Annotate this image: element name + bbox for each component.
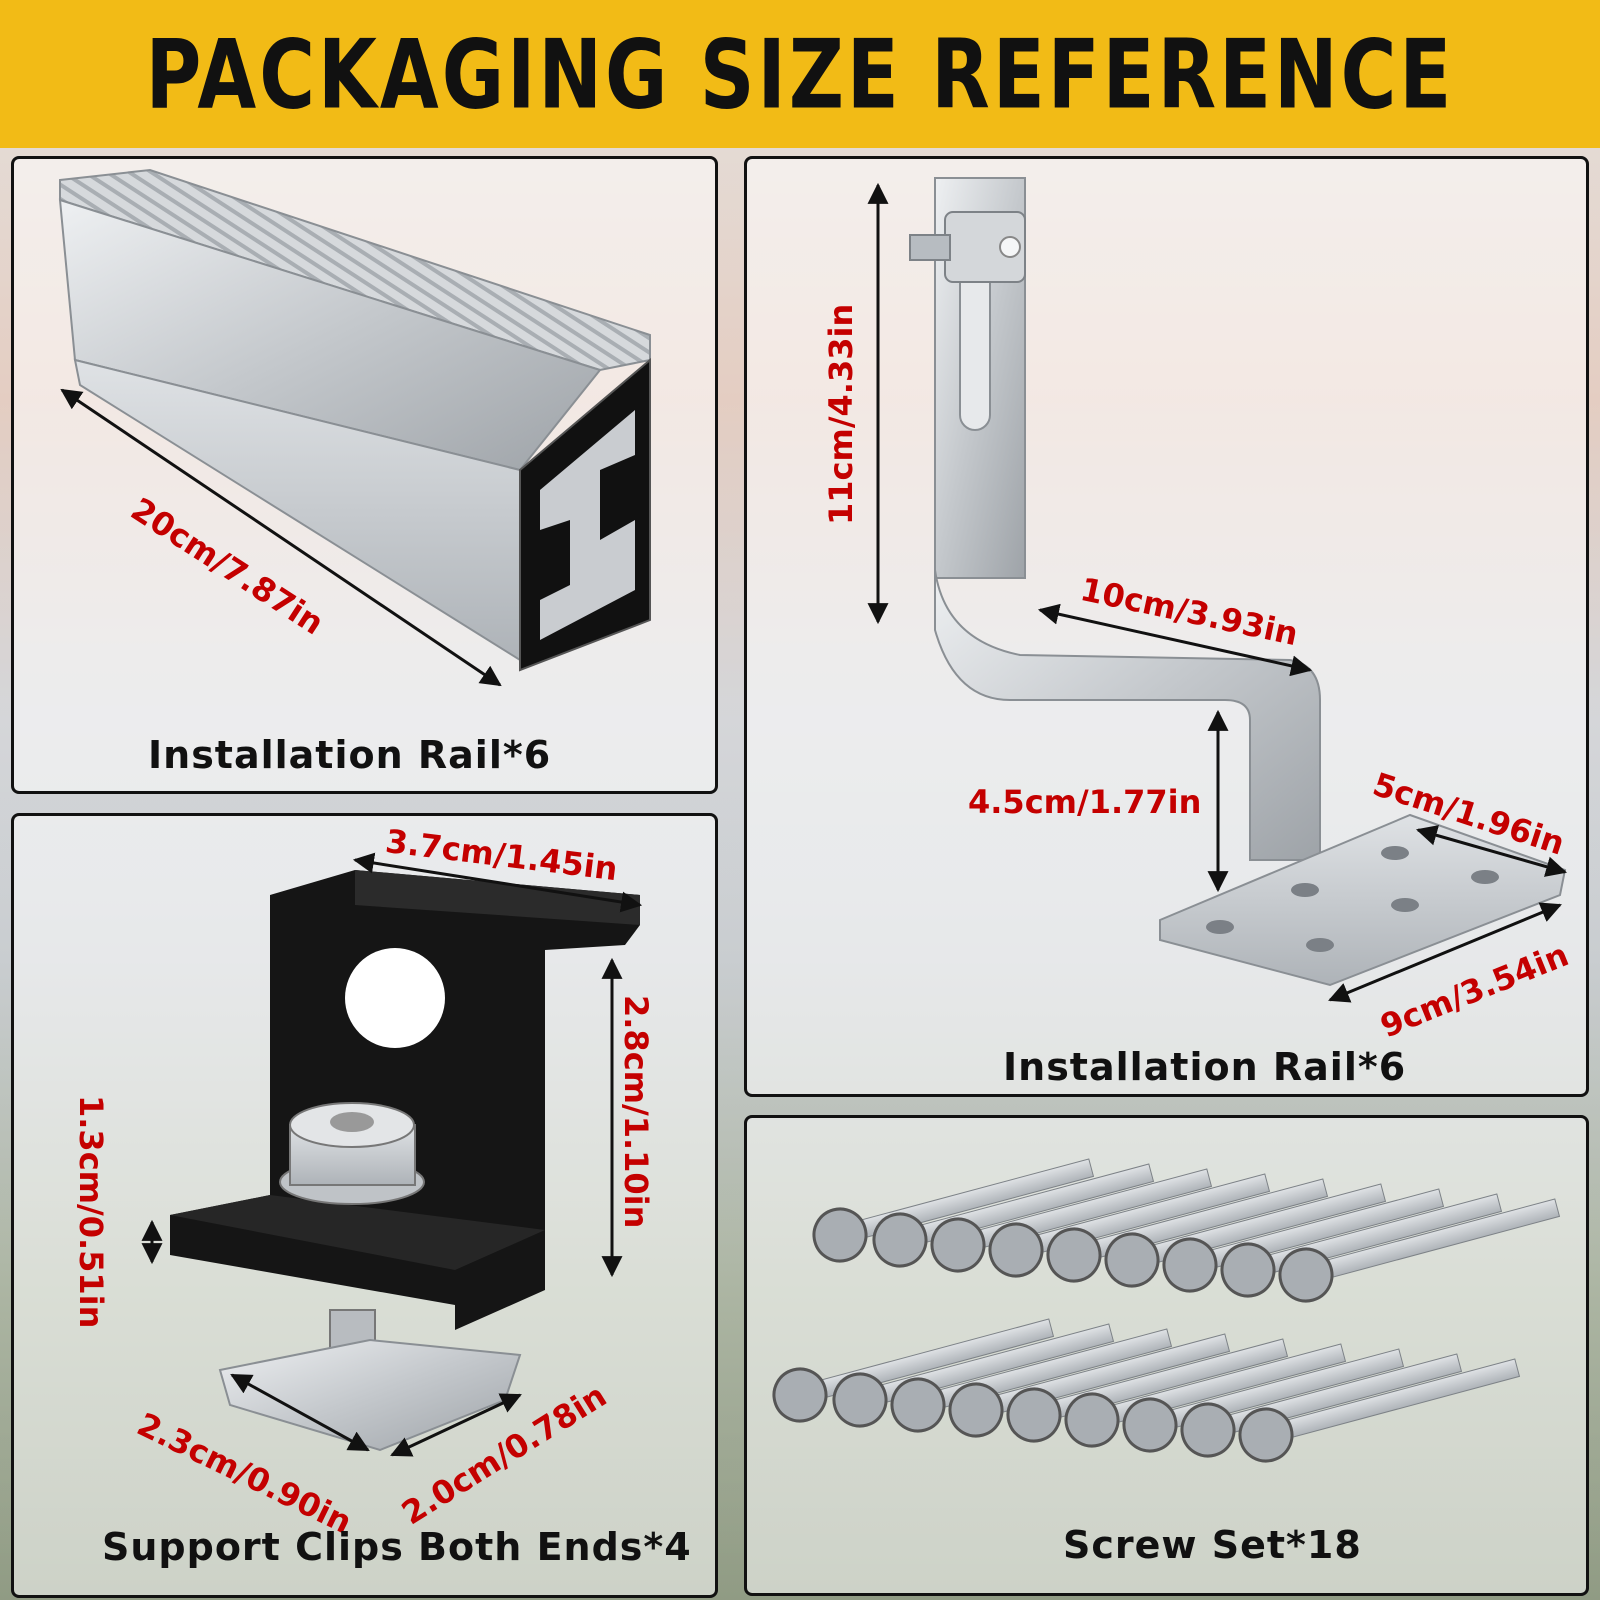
hook-drop-label: 4.5cm/1.77in — [968, 783, 1202, 821]
clip-caption: Support Clips Both Ends*4 — [102, 1525, 692, 1569]
clip-foot-label: 1.3cm/0.51in — [72, 1095, 110, 1329]
page-title: PACKAGING SIZE REFERENCE — [145, 18, 1455, 130]
rail-caption: Installation Rail*6 — [148, 733, 552, 777]
screw-caption: Screw Set*18 — [1063, 1523, 1362, 1567]
title-banner: PACKAGING SIZE REFERENCE — [0, 0, 1600, 148]
screw-set-image — [772, 1158, 1561, 1463]
hook-height-label: 11cm/4.33in — [822, 303, 860, 525]
rail-image — [58, 168, 651, 672]
clip-height-label: 2.8cm/1.10in — [617, 995, 655, 1229]
hook-caption: Installation Rail*6 — [1003, 1045, 1407, 1089]
clip-image — [170, 870, 640, 1452]
hook-image — [909, 177, 1567, 987]
